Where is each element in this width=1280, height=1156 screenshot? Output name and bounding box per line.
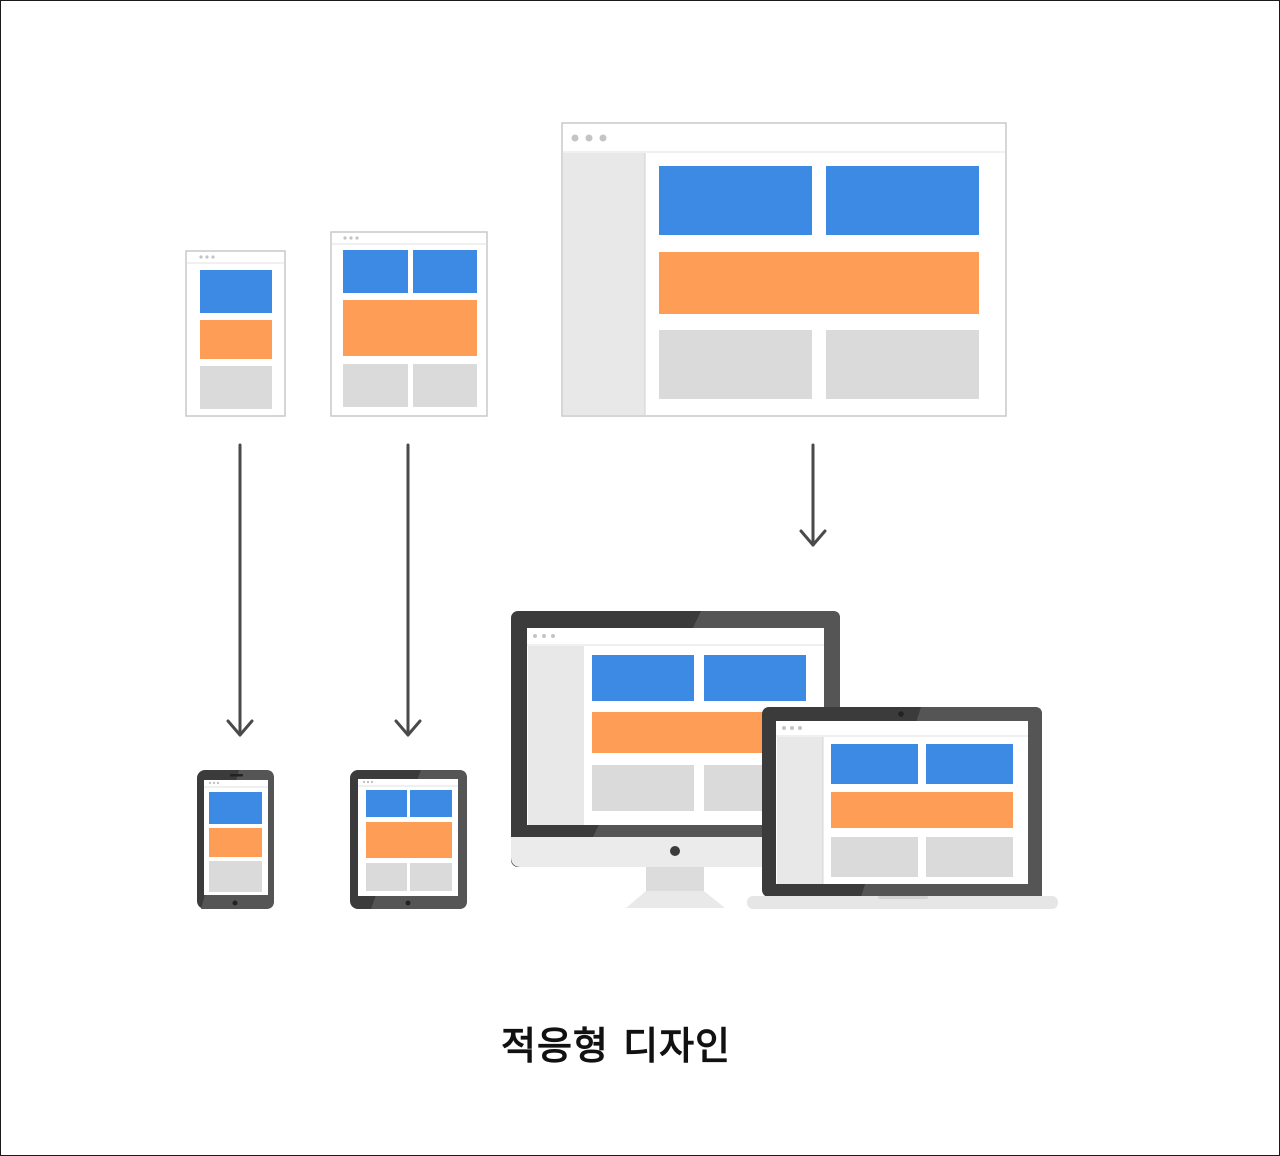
tablet-gray-block-1 — [343, 364, 408, 407]
mobile-gray-block — [200, 366, 272, 409]
arrow-desktop — [799, 443, 827, 547]
tablet-wireframe — [330, 231, 488, 417]
desktop-blue-block-2 — [826, 166, 979, 235]
tablet-gray-block-2 — [413, 364, 477, 407]
desktop-blue-block-1 — [659, 166, 812, 235]
diagram-caption: 적응형 디자인 — [501, 1024, 731, 1068]
tablet-blue-block-1 — [343, 250, 408, 293]
tablet-orange-block — [343, 300, 477, 356]
tablet-blue-block-2 — [413, 250, 477, 293]
mobile-blue-block — [200, 270, 272, 313]
tablet-device — [350, 770, 467, 909]
desktop-wireframe — [561, 122, 1007, 417]
arrow-tablet — [394, 443, 422, 737]
arrow-mobile — [226, 443, 254, 737]
laptop-device — [747, 707, 1058, 909]
mobile-orange-block — [200, 320, 272, 359]
desktop-gray-block-2 — [826, 330, 979, 399]
desktop-gray-block-1 — [659, 330, 812, 399]
desktop-orange-block — [659, 252, 979, 314]
desktop-sidebar — [563, 153, 645, 415]
mobile-wireframe — [185, 250, 286, 417]
smartphone-device — [197, 770, 274, 909]
